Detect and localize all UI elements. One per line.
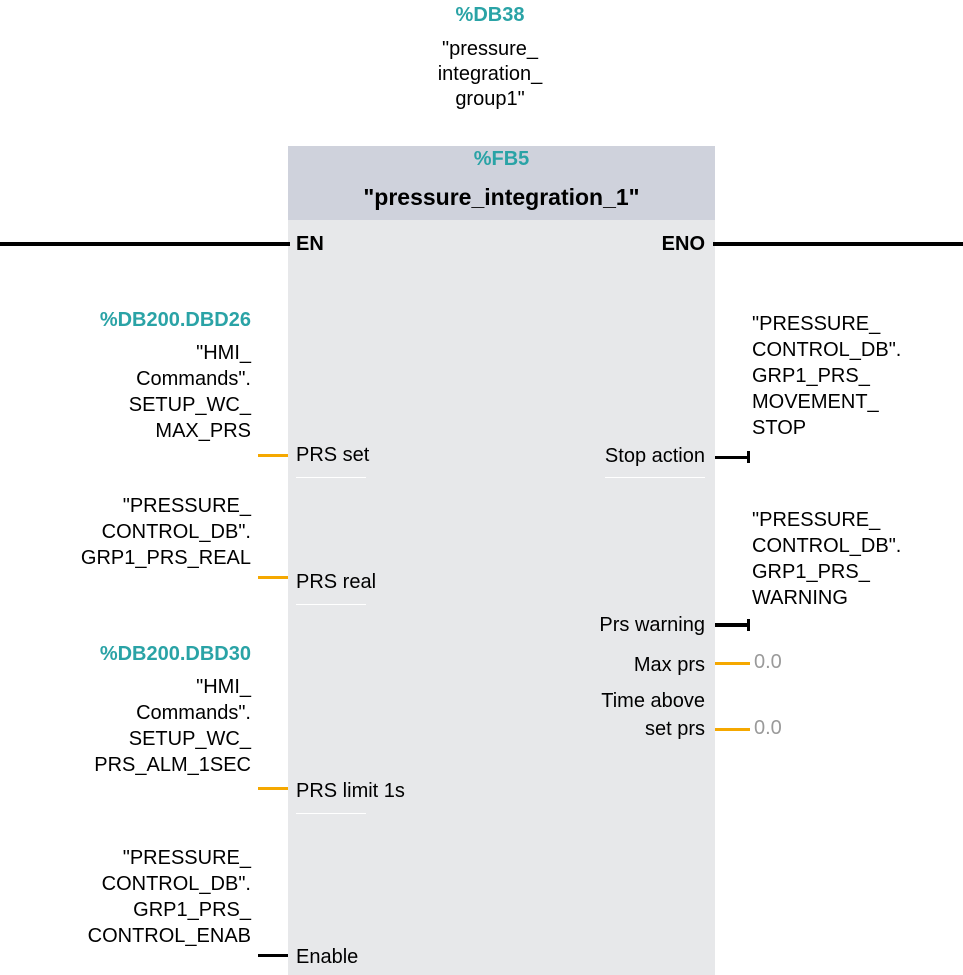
pin-time-above-line1[interactable]: Time above: [601, 690, 705, 712]
pin-underline: [296, 477, 366, 478]
param-prs-real-line2[interactable]: CONTROL_DB".: [101, 521, 251, 543]
param-enable-line2[interactable]: CONTROL_DB".: [101, 873, 251, 895]
wire-max-prs: [715, 662, 750, 665]
param-prs-warning-line1[interactable]: "PRESSURE_: [752, 509, 881, 531]
param-enable-line4[interactable]: CONTROL_ENAB: [87, 925, 251, 947]
param-prs-warning-line3[interactable]: GRP1_PRS_: [752, 561, 870, 583]
instance-db-name-line2: integration_: [437, 63, 543, 85]
param-enable-line3[interactable]: GRP1_PRS_: [133, 899, 251, 921]
param-stop-action-line2[interactable]: CONTROL_DB".: [752, 339, 902, 361]
param-prs-set-line2[interactable]: Commands".: [136, 368, 251, 390]
function-block-type: %FB5: [473, 148, 530, 170]
param-stop-action-line4[interactable]: MOVEMENT_: [752, 391, 879, 413]
wire-prs-set: [258, 454, 288, 457]
param-prs-set-address[interactable]: %DB200.DBD26: [99, 309, 251, 331]
pin-max-prs[interactable]: Max prs: [633, 654, 705, 676]
param-prs-limit-line3[interactable]: SETUP_WC_: [128, 728, 251, 750]
param-enable-line1[interactable]: "PRESSURE_: [122, 847, 251, 869]
wire-prs-warning: [715, 623, 748, 627]
param-prs-warning-line4[interactable]: WARNING: [752, 587, 848, 609]
param-prs-warning-line2[interactable]: CONTROL_DB".: [752, 535, 902, 557]
pin-time-above-line2[interactable]: set prs: [644, 718, 705, 740]
param-prs-set-line4[interactable]: MAX_PRS: [155, 420, 251, 442]
function-block-name: "pressure_integration_1": [363, 184, 640, 210]
function-block-header: %FB5 "pressure_integration_1": [288, 146, 715, 220]
instance-db-address: %DB38: [455, 4, 525, 26]
power-rail-left: [0, 242, 290, 246]
wire-prs-limit: [258, 787, 288, 790]
param-prs-limit-address[interactable]: %DB200.DBD30: [99, 643, 251, 665]
pin-prs-real[interactable]: PRS real: [296, 571, 377, 593]
pin-prs-warning[interactable]: Prs warning: [599, 614, 705, 636]
wire-enable: [258, 954, 288, 957]
pin-prs-set[interactable]: PRS set: [296, 444, 370, 466]
power-rail-right: [713, 242, 963, 246]
param-stop-action-line3[interactable]: GRP1_PRS_: [752, 365, 870, 387]
param-prs-limit-line4[interactable]: PRS_ALM_1SEC: [94, 754, 251, 776]
param-stop-action-line5[interactable]: STOP: [752, 417, 807, 439]
param-max-prs-value[interactable]: 0.0: [754, 651, 782, 673]
param-prs-real-line1[interactable]: "PRESSURE_: [122, 495, 251, 517]
pin-prs-limit[interactable]: PRS limit 1s: [296, 780, 405, 802]
pin-en[interactable]: EN: [296, 233, 324, 255]
wire-prs-real: [258, 576, 288, 579]
wire-stop-action: [715, 456, 748, 459]
pin-eno[interactable]: ENO: [661, 233, 705, 255]
pin-enable[interactable]: Enable: [296, 946, 359, 968]
pin-stop-action[interactable]: Stop action: [604, 445, 705, 467]
instance-db-name-line1: "pressure_: [441, 38, 539, 60]
param-prs-limit-line1[interactable]: "HMI_: [196, 676, 251, 698]
wire-end-prs-warning: [747, 619, 750, 631]
pin-underline: [296, 813, 366, 814]
param-prs-real-line3[interactable]: GRP1_PRS_REAL: [80, 547, 251, 569]
param-prs-set-line1[interactable]: "HMI_: [196, 342, 251, 364]
function-block[interactable]: %FB5 "pressure_integration_1": [288, 146, 715, 975]
param-prs-set-line3[interactable]: SETUP_WC_: [128, 394, 251, 416]
wire-time-above: [715, 728, 750, 731]
pin-underline: [296, 604, 366, 605]
param-stop-action-line1[interactable]: "PRESSURE_: [752, 313, 881, 335]
pin-underline: [605, 477, 705, 478]
instance-db-name-line3: group1": [455, 88, 525, 110]
param-prs-limit-line2[interactable]: Commands".: [136, 702, 251, 724]
wire-end-stop-action: [747, 451, 750, 463]
param-time-above-value[interactable]: 0.0: [754, 717, 782, 739]
